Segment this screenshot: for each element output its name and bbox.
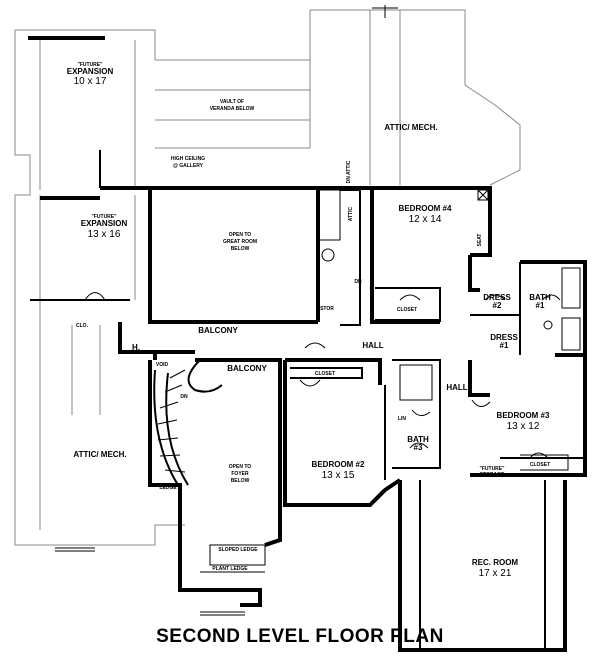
rec-room-size: 17 x 21 xyxy=(479,568,512,579)
open-great-room-label: OPEN TO xyxy=(229,232,252,238)
rec-room-label: REC. ROOM xyxy=(472,558,519,567)
plan-title: SECOND LEVEL FLOOR PLAN xyxy=(156,626,444,647)
hall-center-label: HALL xyxy=(362,341,383,350)
bath1-label-2: #1 xyxy=(536,301,545,310)
future-expansion-13x16-label: "FUTURE" xyxy=(91,214,117,220)
bath1-label: BATH xyxy=(529,293,551,302)
open-foyer-label-3: BELOW xyxy=(231,478,250,484)
future-expansion-10x17-size: 10 x 17 xyxy=(74,76,107,87)
balcony-top-label: BALCONY xyxy=(198,326,238,335)
walls xyxy=(28,5,587,652)
attic-access-label: ATTIC xyxy=(348,206,354,221)
door-swings xyxy=(84,292,561,459)
bedroom2-size: 13 x 15 xyxy=(322,470,355,481)
ledge-label: LEDGE xyxy=(159,485,177,491)
bath3-label-2: #3 xyxy=(414,443,423,452)
hall-right-label: HALL xyxy=(446,383,467,392)
attic-mech-top-label: ATTIC/ MECH. xyxy=(384,123,437,132)
dress1-label: DRESS xyxy=(490,333,518,342)
future-expansion-10x17-label: "FUTURE" xyxy=(77,62,103,68)
roof-outline xyxy=(14,9,521,546)
vault-label: VAULT OF xyxy=(220,99,244,105)
dress2-label-2: #2 xyxy=(493,301,502,310)
future-expansion-13x16-label-2: EXPANSION xyxy=(81,219,128,228)
future-storage-label: "FUTURE" xyxy=(479,466,505,472)
open-great-room-label-2: GREAT ROOM xyxy=(223,239,257,245)
closet-b4-label: CLOSET xyxy=(397,307,417,313)
future-expansion-13x16-size: 13 x 16 xyxy=(88,229,121,240)
bath3-label: BATH xyxy=(407,435,429,444)
high-ceiling-label: HIGH CEILING xyxy=(171,156,205,162)
closet-b3-label: CLOSET xyxy=(530,462,550,468)
bedroom3-label: BEDROOM #3 xyxy=(497,411,550,420)
future-expansion-10x17-label-2: EXPANSION xyxy=(67,67,114,76)
open-foyer-label: OPEN TO xyxy=(229,464,252,470)
dress2-label: DRESS xyxy=(483,293,511,302)
dn-stair-label: DN xyxy=(354,279,362,285)
sloped-ledge-label: SLOPED LEDGE xyxy=(218,547,258,553)
plant-ledge-label: PLANT LEDGE xyxy=(212,566,248,572)
bedroom4-size: 12 x 14 xyxy=(409,214,442,225)
dn-attic-label: DN ATTIC xyxy=(346,160,352,183)
bedroom4-label: BEDROOM #4 xyxy=(399,204,452,213)
fixtures xyxy=(321,189,581,351)
clo-label: CLO. xyxy=(76,323,89,329)
open-great-room-label-3: BELOW xyxy=(231,246,250,252)
open-foyer-label-2: FOYER xyxy=(231,471,249,477)
h-label: H. xyxy=(132,343,140,352)
void-label: VOID xyxy=(156,362,169,368)
lin-label: LIN xyxy=(398,416,406,422)
dn-spiral-label: DN xyxy=(180,394,188,400)
high-ceiling-label-2: @ GALLERY xyxy=(173,163,204,169)
vault-label-2: VERANDA BELOW xyxy=(210,106,255,112)
seat-label: SEAT xyxy=(477,234,483,247)
room-labels: "FUTURE" EXPANSION 10 x 17 "FUTURE" EXPA… xyxy=(67,62,551,579)
stor-label: STOR xyxy=(320,306,334,312)
bedroom3-size: 13 x 12 xyxy=(507,421,540,432)
closet-b2-label: CLOSET xyxy=(315,371,335,377)
future-storage-label-2: STORAGE xyxy=(480,472,505,478)
dress1-label-2: #1 xyxy=(500,341,509,350)
attic-mech-left-label: ATTIC/ MECH. xyxy=(73,450,126,459)
bedroom2-label: BEDROOM #2 xyxy=(312,460,365,469)
balcony-low-label: BALCONY xyxy=(227,364,267,373)
